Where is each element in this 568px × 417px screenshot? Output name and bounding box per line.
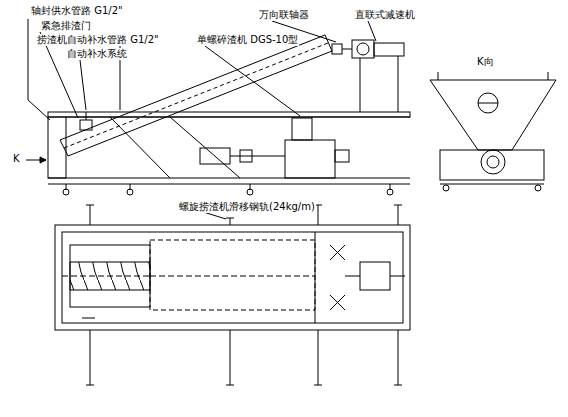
part-label: K向 xyxy=(476,56,495,68)
part-label: 紧急排渣门 xyxy=(40,20,92,32)
part-label: 自动补水系统 xyxy=(66,48,128,60)
part-label: 捞渣机自动补水管路 G1/2" xyxy=(36,34,160,46)
part-label: 轴封供水管路 G1/2" xyxy=(30,5,124,17)
part-label: 单螺碎渣机 DGS-10型 xyxy=(196,34,299,46)
part-label: K xyxy=(12,153,21,165)
part-label: 万向联轴器 xyxy=(258,9,310,21)
part-label: 螺旋捞渣机滑移钢轨(24kg/m) xyxy=(178,201,316,213)
part-label: 直联式减速机 xyxy=(354,9,416,21)
